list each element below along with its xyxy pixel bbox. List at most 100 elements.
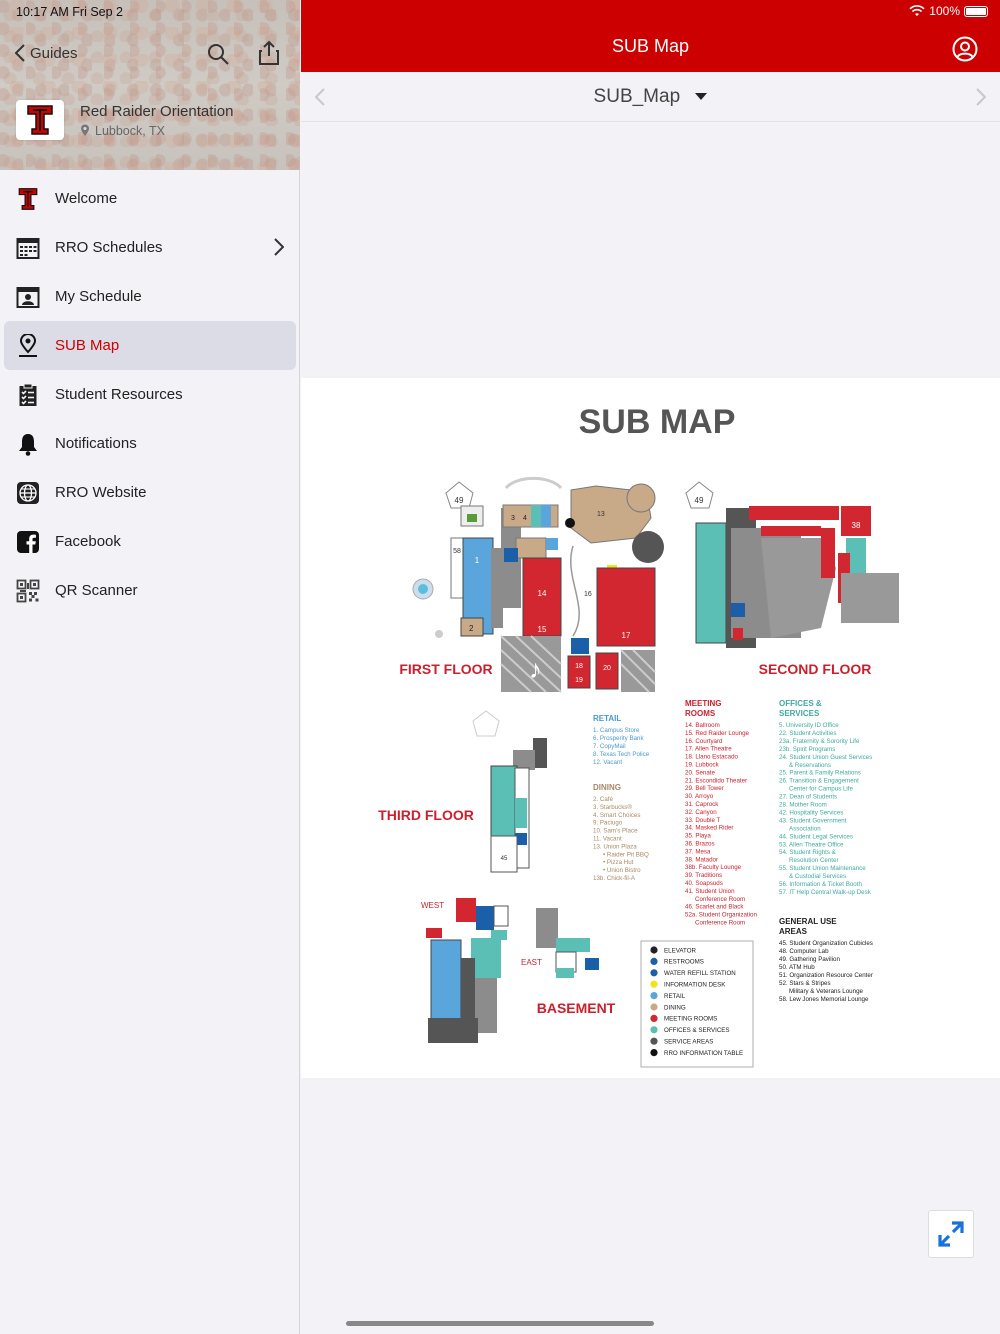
expand-icon[interactable] — [928, 1210, 974, 1258]
legend-swatch — [650, 957, 658, 966]
sidebar-item-rro-website[interactable]: RRO Website — [0, 468, 300, 517]
sidebar-item-label: My Schedule — [55, 288, 142, 305]
clipboard-checklist-icon — [16, 383, 40, 407]
directory-item: 50. ATM Hub — [779, 964, 815, 971]
first-floor-label: FIRST FLOOR — [399, 661, 492, 677]
directory-heading: GENERAL USE — [779, 917, 837, 926]
sidebar-item-label: Facebook — [55, 533, 121, 550]
sidebar-item-label: QR Scanner — [55, 582, 138, 599]
directory-item: 12. Vacant — [593, 759, 622, 766]
document-name: SUB_Map — [593, 86, 681, 107]
second-floor-label: SECOND FLOOR — [759, 661, 872, 677]
directory-item: 31. Caprock — [685, 801, 719, 808]
chevron-left-icon — [14, 44, 25, 62]
directory-item: 19. Lubbock — [685, 762, 720, 769]
sidebar-item-facebook[interactable]: Facebook — [0, 517, 300, 566]
directory-item: 39. Traditions — [685, 872, 722, 879]
legend-label: MEETING ROOMS — [664, 1016, 717, 1023]
sidebar-item-rro-schedules[interactable]: RRO Schedules — [0, 223, 300, 272]
directory-item: 52a. Student Organization — [685, 912, 757, 919]
directory-item: 57. IT Help Central Walk-up Desk — [779, 889, 872, 896]
directory-item: 30. Arroyo — [685, 793, 714, 800]
second-floor-plan: 49 38 — [685, 481, 899, 648]
directory-item: 34. Masked Rider — [685, 825, 734, 832]
chevron-right-icon — [274, 238, 284, 256]
battery-percent: 100% — [929, 4, 960, 18]
directory-heading: DINING — [593, 783, 621, 792]
chevron-left-icon[interactable] — [314, 88, 325, 111]
legend-label: RRO INFORMATION TABLE — [664, 1050, 743, 1057]
bell-icon — [16, 432, 40, 456]
sidebar-item-welcome[interactable]: Welcome — [0, 174, 300, 223]
legend-swatch — [650, 992, 658, 1000]
sidebar-nav: Welcome RRO Schedules My Schedule SUB Ma… — [0, 174, 300, 615]
directory-item: • Pizza Hut — [603, 859, 634, 866]
svg-text:45: 45 — [501, 856, 508, 862]
directory-item: Conference Room — [695, 896, 745, 903]
battery-icon — [964, 5, 988, 17]
svg-text:3: 3 — [511, 515, 515, 522]
legend-swatch — [650, 969, 658, 977]
directory-item: 44. Student Legal Services — [779, 833, 853, 840]
globe-icon — [16, 481, 40, 505]
caret-down-icon — [695, 92, 708, 100]
directory-item: 48. Computer Lab — [779, 948, 829, 955]
legend-swatch — [650, 1037, 658, 1045]
basement-label: BASEMENT — [537, 1000, 616, 1016]
share-icon[interactable] — [258, 40, 280, 71]
directory-item: 21. Escondido Theater — [685, 777, 747, 784]
sidebar-item-my-schedule[interactable]: My Schedule — [0, 272, 300, 321]
directory-item: 2. Café — [593, 796, 614, 803]
directory-item: 40. Soapsuds — [685, 880, 723, 887]
home-indicator — [346, 1321, 654, 1326]
directory-item: 23b. Spirit Programs — [779, 746, 835, 753]
legend-swatch — [650, 1014, 658, 1023]
chevron-right-icon[interactable] — [976, 88, 987, 111]
legend-swatch — [650, 980, 658, 988]
document-toolbar: SUB_Map — [301, 72, 1000, 122]
document-selector[interactable]: SUB_Map — [301, 86, 1000, 108]
directory-item: 29. Bell Tower — [685, 785, 724, 792]
directory-item: 46. Scarlet and Black — [685, 904, 744, 911]
directory-item: 25. Parent & Family Relations — [779, 770, 861, 777]
directory-item: 4. Smart Choices — [593, 812, 640, 819]
directory-item: 26. Transition & Engagement — [779, 778, 859, 785]
east-label: EAST — [521, 958, 542, 967]
directory-item: 42. Hospitality Services — [779, 809, 843, 816]
directory-item: 43. Student Government — [779, 817, 847, 824]
directory-item: 13. Union Plaza — [593, 843, 637, 850]
directory-item: 17. Allen Theatre — [685, 746, 732, 753]
svg-text:13: 13 — [597, 511, 605, 518]
legend-label: RETAIL — [664, 993, 686, 1000]
page-title: SUB Map — [611, 36, 690, 56]
svg-text:49: 49 — [695, 496, 704, 505]
directory-item: 14. Ballroom — [685, 722, 720, 729]
directory-item: Conference Room — [695, 920, 745, 927]
app-card: Red Raider Orientation Lubbock, TX — [16, 100, 233, 140]
account-icon[interactable] — [952, 36, 978, 67]
directory-item: 8. Texas Tech Police — [593, 751, 650, 758]
back-button-label: Guides — [30, 44, 78, 62]
search-icon[interactable] — [206, 42, 230, 71]
sidebar-item-student-resources[interactable]: Student Resources — [0, 370, 300, 419]
back-button[interactable]: Guides — [14, 44, 78, 62]
directory-item: 38b. Faculty Lounge — [685, 864, 742, 871]
svg-text:4: 4 — [523, 515, 527, 522]
directory-item: 24. Student Union Guest Services — [779, 754, 872, 761]
sidebar-item-sub-map[interactable]: SUB Map — [4, 321, 296, 370]
sidebar-item-label: RRO Website — [55, 484, 147, 501]
directory-item: Military & Veterans Lounge — [789, 988, 864, 995]
directory-item: 18. Llano Estacado — [685, 754, 739, 761]
sidebar-item-notifications[interactable]: Notifications — [0, 419, 300, 468]
legend-swatch — [650, 946, 658, 954]
sidebar-item-qr-scanner[interactable]: QR Scanner — [0, 566, 300, 615]
directory-item: 33. Double T — [685, 817, 721, 824]
status-indicators: 100% — [909, 4, 988, 18]
directory-item: 16. Courtyard — [685, 738, 723, 745]
legend-label: INFORMATION DESK — [664, 982, 726, 989]
legend-label: ELEVATOR — [664, 947, 697, 954]
directory-item: 20. Senate — [685, 769, 715, 776]
